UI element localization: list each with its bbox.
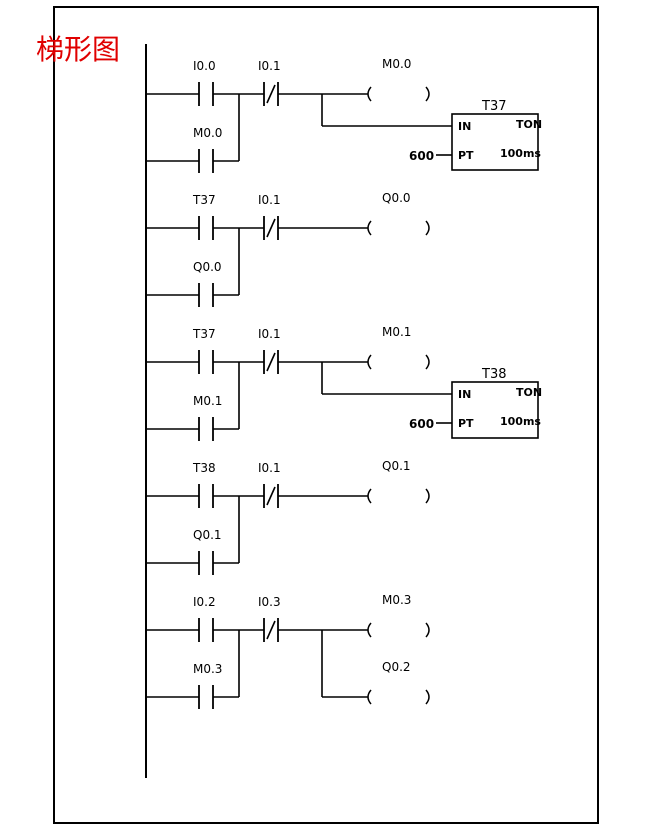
coil-label: Q0.1 (382, 459, 411, 473)
timer-box (451, 381, 539, 439)
coil-right-arc (425, 86, 430, 102)
coil-right-arc (425, 488, 430, 504)
parallel-contact (198, 283, 214, 307)
timer-preset-label: 600 (409, 417, 434, 431)
main-label: I0.2 (193, 595, 216, 609)
contact-slash (266, 84, 276, 104)
nc-contact-label: I0.1 (258, 461, 281, 475)
parallel-contact (198, 551, 214, 575)
timer-box (451, 113, 539, 171)
nc-contact-label: I0.1 (258, 327, 281, 341)
timer-name: T37 (481, 99, 506, 114)
coil-left-arc (367, 86, 372, 102)
nc-contact (263, 350, 279, 374)
output-coil (367, 220, 430, 236)
parallel-label: M0.0 (193, 126, 222, 140)
nc-contact-label: I0.1 (258, 193, 281, 207)
timer-name: T38 (481, 367, 506, 382)
parallel-label: Q0.1 (193, 528, 222, 542)
diagram-title: 梯形图 (36, 33, 121, 66)
main-label: T37 (192, 193, 216, 207)
contact-slash (266, 620, 276, 640)
main-contact (198, 82, 214, 106)
timer-base-label: 100ms (500, 147, 541, 160)
timer-type-label: TON (516, 118, 542, 131)
timer-pt-label: PT (458, 149, 474, 162)
parallel-label: M0.3 (193, 662, 222, 676)
coil-label: M0.0 (382, 57, 411, 71)
parallel-contact (198, 149, 214, 173)
coil-left-arc (367, 622, 372, 638)
coil-right-arc (425, 622, 430, 638)
coil-label: Q0.0 (382, 191, 411, 205)
parallel-label: M0.1 (193, 394, 222, 408)
timer-preset-label: 600 (409, 149, 434, 163)
main-contact (198, 618, 214, 642)
nc-contact-label: I0.1 (258, 59, 281, 73)
output-coil (367, 622, 430, 638)
coil-right-arc (425, 689, 430, 705)
parallel-label: Q0.0 (193, 260, 222, 274)
timer-base-label: 100ms (500, 415, 541, 428)
main-contact (198, 216, 214, 240)
coil-left-arc (367, 220, 372, 236)
main-contact (198, 484, 214, 508)
nc-contact (263, 216, 279, 240)
main-label: T37 (192, 327, 216, 341)
coil-left-arc (367, 354, 372, 370)
output-coil (367, 86, 430, 102)
main-label: I0.0 (193, 59, 216, 73)
nc-contact (263, 618, 279, 642)
output-coil (367, 354, 430, 370)
output-coil (367, 689, 430, 705)
coil-label: M0.1 (382, 325, 411, 339)
diagram-frame (53, 6, 599, 824)
nc-contact (263, 82, 279, 106)
output-coil (367, 488, 430, 504)
contact-slash (266, 486, 276, 506)
parallel-contact (198, 417, 214, 441)
timer-in-label: IN (458, 388, 471, 401)
contact-slash (266, 352, 276, 372)
main-contact (198, 350, 214, 374)
timer-in-label: IN (458, 120, 471, 133)
coil-left-arc (367, 689, 372, 705)
coil-label: M0.3 (382, 593, 411, 607)
timer-type-label: TON (516, 386, 542, 399)
parallel-contact (198, 685, 214, 709)
timer-pt-label: PT (458, 417, 474, 430)
main-label: T38 (192, 461, 216, 475)
nc-contact-label: I0.3 (258, 595, 281, 609)
coil-left-arc (367, 488, 372, 504)
coil-label: Q0.2 (382, 660, 411, 674)
nc-contact (263, 484, 279, 508)
coil-right-arc (425, 220, 430, 236)
contact-slash (266, 218, 276, 238)
coil-right-arc (425, 354, 430, 370)
